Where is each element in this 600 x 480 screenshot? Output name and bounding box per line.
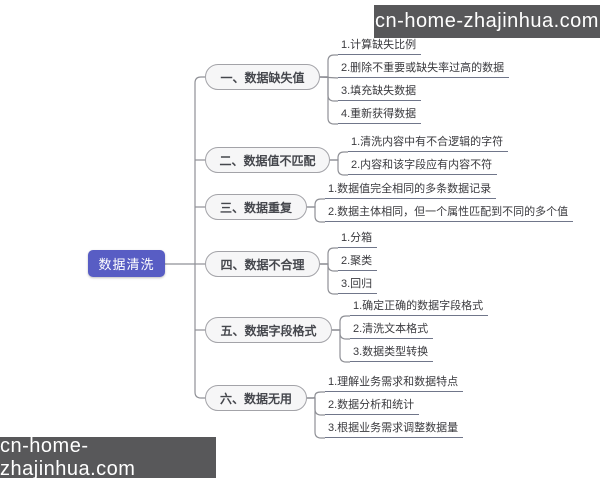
leaf-topic[interactable]: 3.回归 bbox=[338, 278, 378, 294]
leaf-topic[interactable]: 1.数据值完全相同的多条数据记录 bbox=[325, 183, 497, 199]
connector-spine-down bbox=[194, 264, 205, 399]
connector-b4-leaf-1 bbox=[320, 247, 338, 265]
connector-b4-leaf-2 bbox=[320, 263, 338, 272]
leaf-topic[interactable]: 2.删除不重要或缺失率过高的数据 bbox=[338, 62, 510, 78]
leaf-topic[interactable]: 2.清洗文本格式 bbox=[350, 323, 434, 339]
leaf-topic[interactable]: 1.分箱 bbox=[338, 232, 378, 248]
branch-missing-values[interactable]: 一、数据缺失值 bbox=[205, 64, 320, 90]
connector-b1-leaf-1 bbox=[320, 54, 338, 78]
connector-b3-leaf-2 bbox=[307, 206, 325, 223]
branch-useless-data[interactable]: 六、数据无用 bbox=[205, 385, 307, 411]
connector-b3-leaf-1 bbox=[307, 198, 325, 208]
connector-b1-leaf-4 bbox=[320, 76, 338, 125]
connector-b2-leaf-2 bbox=[330, 159, 348, 176]
branch-duplicate-data[interactable]: 三、数据重复 bbox=[205, 194, 307, 220]
leaf-topic[interactable]: 2.聚类 bbox=[338, 255, 378, 271]
branch-field-format[interactable]: 五、数据字段格式 bbox=[205, 317, 332, 343]
connector-b6-leaf-3 bbox=[307, 397, 325, 439]
leaf-topic[interactable]: 3.数据类型转换 bbox=[350, 346, 434, 362]
leaf-topic[interactable]: 2.内容和该字段应有内容不符 bbox=[348, 159, 498, 175]
connector-b2-leaf-1 bbox=[330, 151, 348, 161]
connector-b1-leaf-3 bbox=[320, 76, 338, 102]
connector-b6-leaf-1 bbox=[307, 391, 325, 399]
watermark-top-right: cn-home-zhajinhua.com bbox=[374, 5, 600, 38]
leaf-topic[interactable]: 1.确定正确的数据字段格式 bbox=[350, 300, 489, 316]
leaf-topic[interactable]: 2.数据主体相同，但一个属性匹配到不同的多个值 bbox=[325, 206, 574, 222]
connector-b5-leaf-2 bbox=[332, 329, 350, 340]
connector-b5-leaf-3 bbox=[332, 329, 350, 363]
leaf-topic[interactable]: 1.清洗内容中有不合逻辑的字符 bbox=[348, 136, 509, 152]
connector-b4-leaf-3 bbox=[320, 263, 338, 295]
branch-value-mismatch[interactable]: 二、数据值不匹配 bbox=[205, 147, 330, 173]
root-topic[interactable]: 数据清洗 bbox=[88, 250, 165, 277]
leaf-topic[interactable]: 3.填充缺失数据 bbox=[338, 85, 422, 101]
connector-spine-up bbox=[194, 76, 205, 264]
watermark-bottom-left: cn-home-zhajinhua.com bbox=[0, 435, 216, 480]
branch-unreasonable-data[interactable]: 四、数据不合理 bbox=[205, 251, 320, 277]
leaf-topic[interactable]: 4.重新获得数据 bbox=[338, 108, 422, 124]
connector-b1-leaf-2 bbox=[319, 76, 339, 79]
leaf-topic[interactable]: 1.理解业务需求和数据特点 bbox=[325, 376, 464, 392]
connector-b6-leaf-2 bbox=[307, 397, 325, 416]
leaf-topic[interactable]: 2.数据分析和统计 bbox=[325, 399, 420, 415]
leaf-topic[interactable]: 1.计算缺失比例 bbox=[338, 39, 422, 55]
connector-b5-leaf-1 bbox=[332, 315, 350, 331]
leaf-topic[interactable]: 3.根据业务需求调整数据量 bbox=[325, 422, 464, 438]
